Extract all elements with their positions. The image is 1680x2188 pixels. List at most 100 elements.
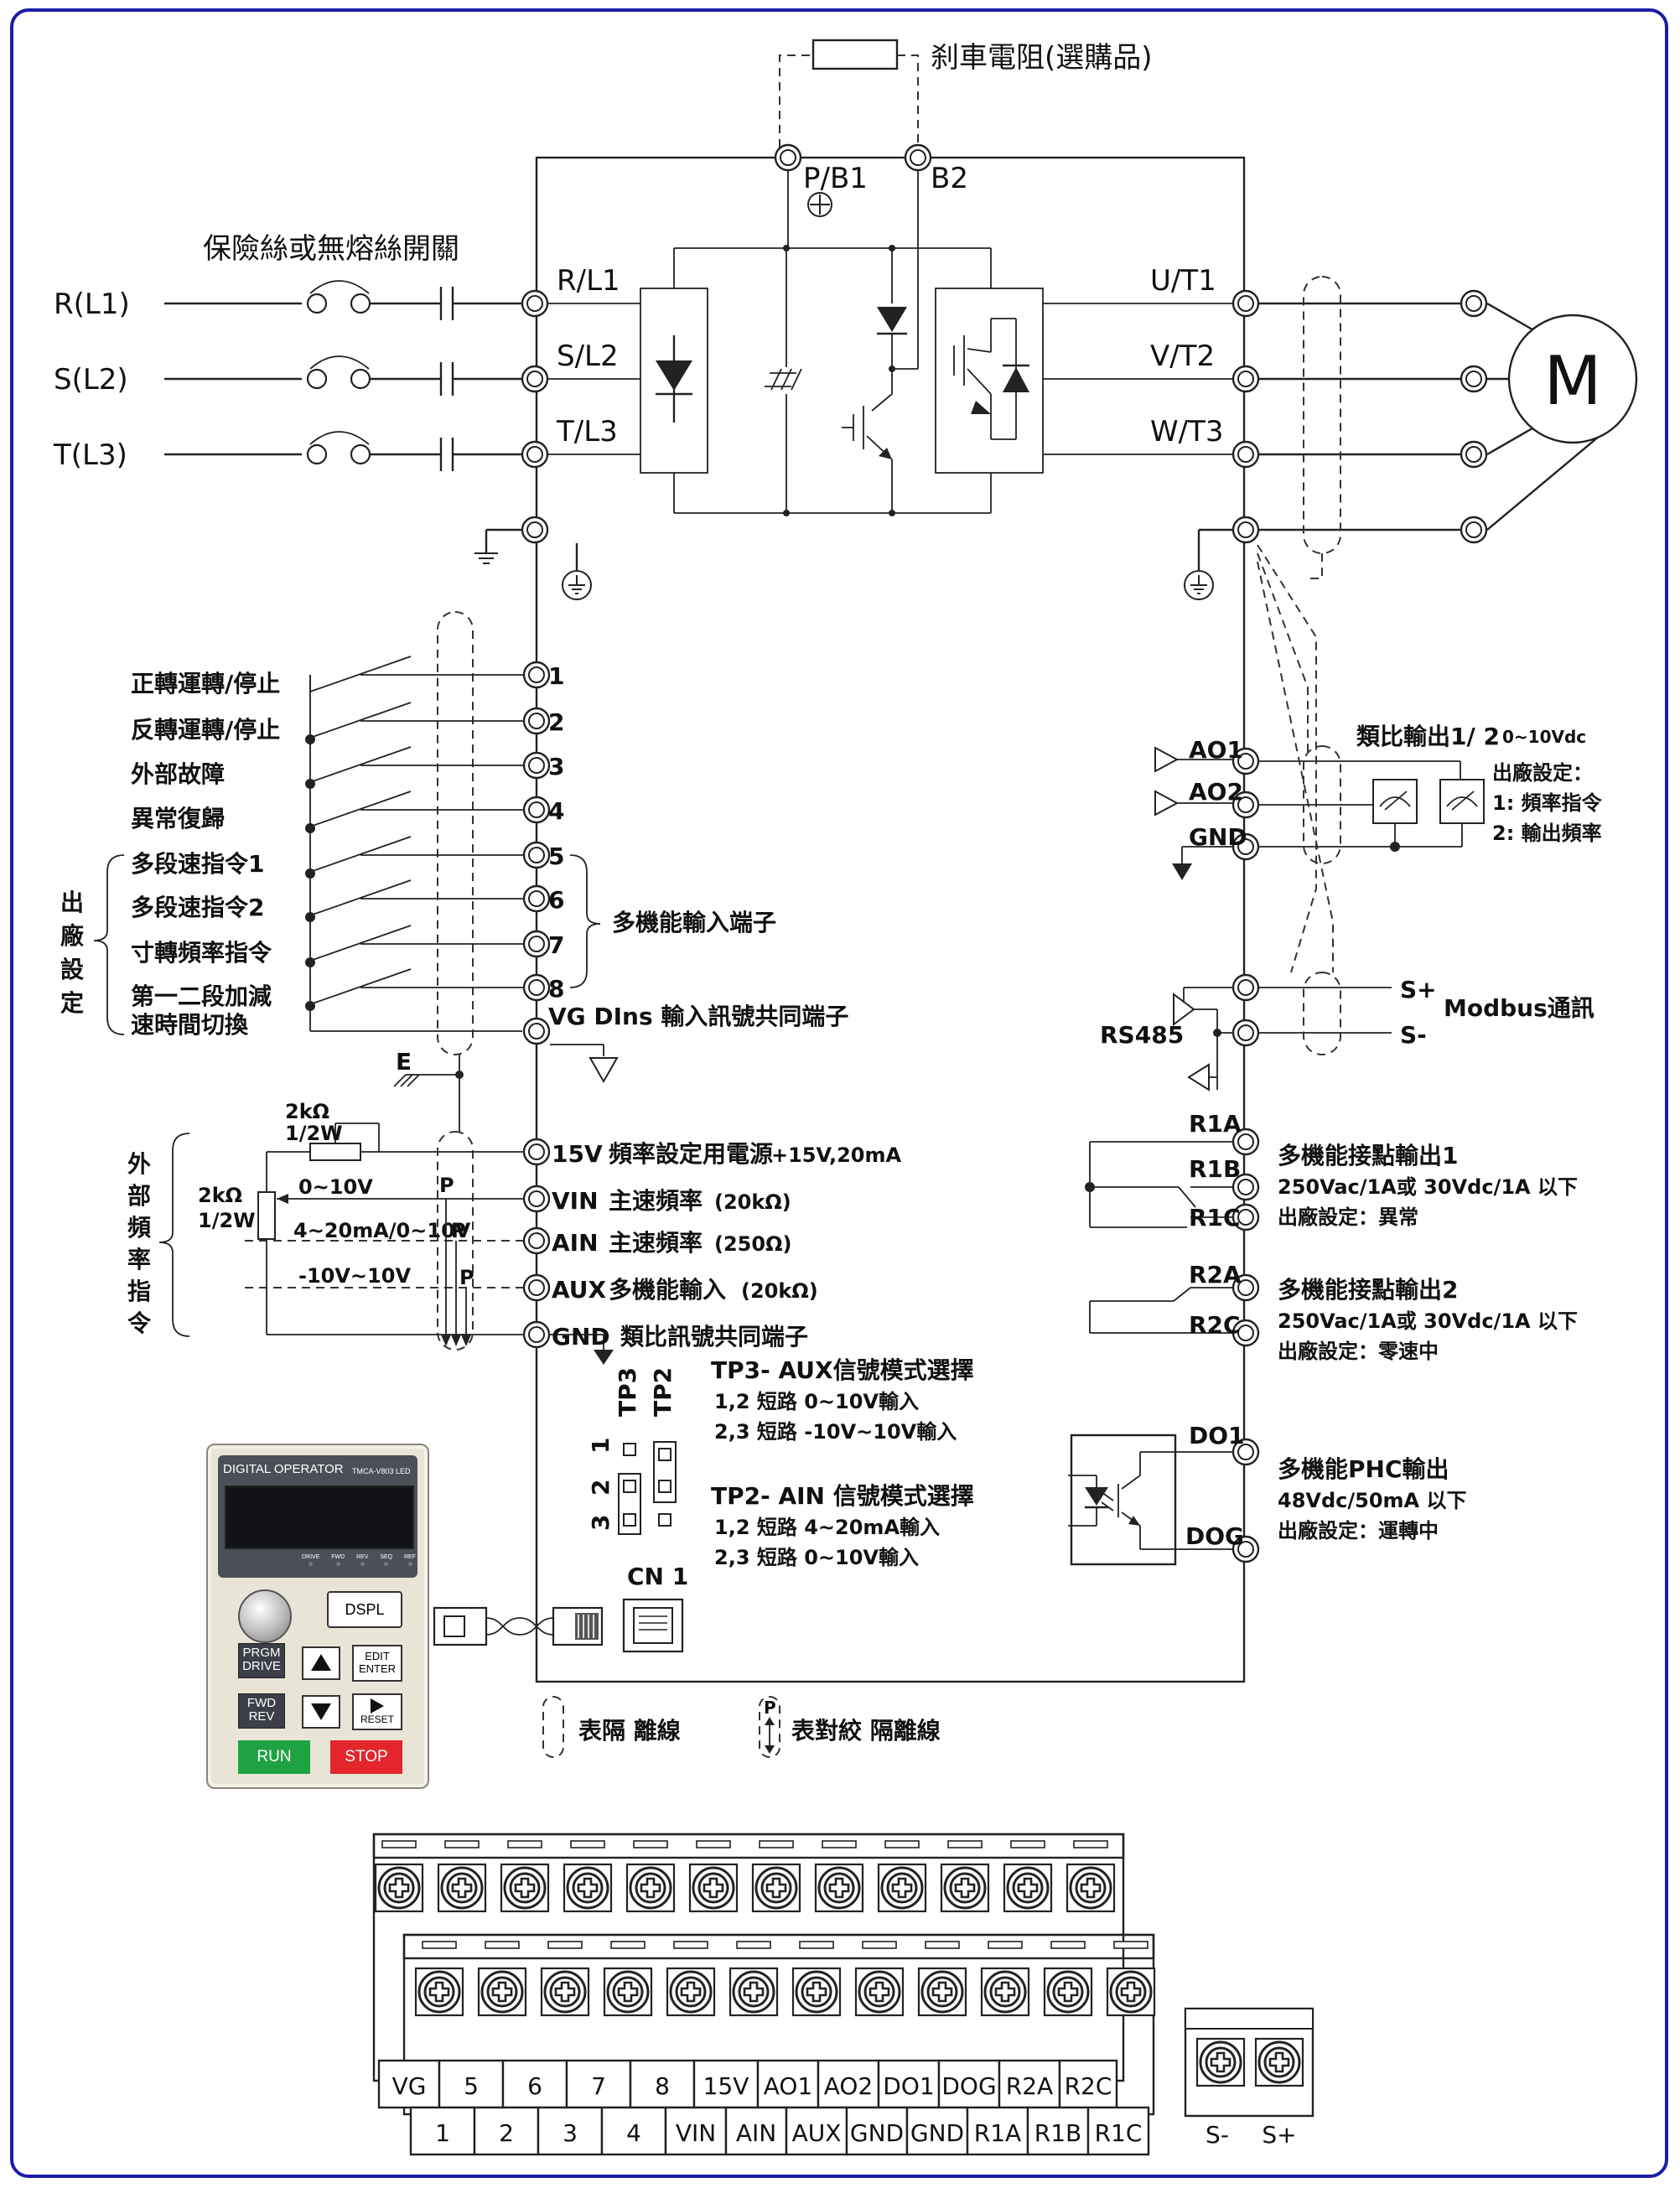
strip-top-10: R2A bbox=[1006, 2072, 1053, 2100]
analog-desc-5: 類比訊號共同端子 bbox=[620, 1323, 808, 1351]
strip-bottom-5: AIN bbox=[736, 2119, 776, 2147]
led-dot-icon bbox=[407, 1562, 412, 1566]
shield-line bbox=[1257, 552, 1309, 754]
digital-inputs bbox=[309, 611, 522, 1055]
v2-label: 4~20mA/0~10V bbox=[293, 1219, 471, 1242]
legend-twisted: 表對絞 隔離線 bbox=[791, 1717, 941, 1745]
strip-comm-sm: S- bbox=[1206, 2121, 1229, 2149]
mains-l2: S(L2) bbox=[54, 363, 128, 397]
di-label-2: 反轉運轉/停止 bbox=[131, 716, 280, 744]
cable-icon bbox=[433, 1606, 604, 1646]
tp3-label: TP3 bbox=[614, 1367, 641, 1417]
motor-label: M bbox=[1543, 342, 1601, 420]
led-dot-icon bbox=[309, 1562, 314, 1566]
di-terminal-5: 5 bbox=[548, 843, 564, 870]
ao-range: 0~10Vdc bbox=[1502, 727, 1586, 747]
stop-button[interactable]: STOP bbox=[330, 1740, 402, 1774]
fuse-label: 保險絲或無熔絲開關 bbox=[203, 232, 459, 266]
analog-spec-4: (20kΩ) bbox=[741, 1279, 818, 1303]
r1w-label: 1/2W bbox=[285, 1122, 343, 1145]
strip-top-6: AO1 bbox=[764, 2072, 813, 2100]
ao-gnd-label: GND bbox=[1189, 823, 1247, 851]
strip-bottom-3: 4 bbox=[626, 2119, 641, 2147]
strip-bottom-11: R1C bbox=[1095, 2119, 1143, 2147]
ext-freq-char-2: 部 bbox=[127, 1182, 151, 1210]
strip-top-4: 8 bbox=[655, 2072, 670, 2100]
di-terminal-6: 6 bbox=[548, 886, 564, 914]
b2-label: B2 bbox=[931, 162, 968, 195]
dial-knob[interactable] bbox=[238, 1589, 292, 1643]
led-label: SEQ bbox=[380, 1554, 393, 1560]
dspl-button[interactable]: DSPL bbox=[327, 1591, 402, 1628]
factory-setting-char-4: 定 bbox=[60, 989, 84, 1017]
internal-power-circuit bbox=[548, 171, 1044, 516]
output-ut1: U/T1 bbox=[1150, 264, 1216, 298]
analog-outputs: AO1 AO2 GND 類比輸出1/ 2 0~10Vdc 出廠設定： 1: 頻率… bbox=[1154, 723, 1603, 880]
output-vt2: V/T2 bbox=[1150, 340, 1215, 373]
down-button[interactable] bbox=[302, 1695, 340, 1729]
r2a-label: R2A bbox=[1189, 1261, 1242, 1288]
ext-freq-char-5: 指 bbox=[127, 1278, 151, 1305]
legend-shield: 表隔 離線 bbox=[578, 1717, 681, 1745]
reset-label: RESET bbox=[360, 1714, 394, 1725]
relay-outputs: R1A R1B R1C 多機能接點輸出1 250Vac/1A或 30Vdc/1A… bbox=[1085, 1110, 1578, 1363]
analog-term-aux: AUX bbox=[552, 1276, 607, 1304]
ao1-label: AO1 bbox=[1189, 736, 1243, 764]
up-arrow-icon bbox=[311, 1654, 331, 1671]
r1a-label: R1A bbox=[1189, 1110, 1242, 1138]
analog-term-15v: 15V bbox=[552, 1140, 603, 1168]
strip-top-11: R2C bbox=[1065, 2072, 1112, 2100]
strip-bottom-0: 1 bbox=[435, 2119, 450, 2147]
strip-top-5: 15V bbox=[703, 2072, 749, 2100]
page-frame bbox=[10, 8, 1668, 2178]
strip-top-3: 7 bbox=[591, 2072, 606, 2100]
jumper-n1: 1 bbox=[587, 1438, 614, 1454]
drive-label: DRIVE bbox=[242, 1659, 281, 1673]
input-sl2: S/L2 bbox=[557, 340, 619, 373]
analog-inputs: E 2kΩ 1/2W 2kΩ 1/2W 0~10V 4~20mA/0~10V -… bbox=[198, 1048, 614, 1365]
brake-resistor-label: 刹車電阻(選購品) bbox=[931, 41, 1153, 75]
strip-top-2: 6 bbox=[527, 2072, 542, 2100]
strip-comm-sp: S+ bbox=[1262, 2121, 1296, 2149]
di-label-9: 速時間切換 bbox=[131, 1011, 249, 1039]
mains-l1: R(L1) bbox=[54, 288, 130, 321]
comm-sm: S- bbox=[1400, 1021, 1427, 1049]
comm-sp: S+ bbox=[1400, 976, 1437, 1003]
mains-l3: T(L3) bbox=[53, 438, 127, 472]
multi-func-input-label: 多機能輸入端子 bbox=[612, 909, 776, 936]
r2w-label: 1/2W bbox=[198, 1209, 256, 1232]
motor-icon bbox=[1507, 314, 1638, 444]
tp3-opt-b: 2,3 短路 -10V~10V輸入 bbox=[714, 1420, 957, 1444]
ext-freq-char-4: 率 bbox=[127, 1246, 151, 1273]
di-terminal-3: 3 bbox=[548, 753, 564, 780]
run-button[interactable]: RUN bbox=[238, 1740, 310, 1774]
ao-factory-2: 1: 頻率指令 bbox=[1492, 791, 1603, 815]
inverter-body bbox=[535, 156, 1246, 1683]
ext-freq-char-1: 外 bbox=[127, 1150, 151, 1178]
fwd-label: FWD bbox=[246, 1696, 277, 1710]
di-terminal-2: 2 bbox=[548, 708, 564, 736]
analog-spec-3: (250Ω) bbox=[714, 1232, 791, 1256]
phc-title: 多機能PHC輸出 bbox=[1278, 1455, 1449, 1483]
jumper-n3: 3 bbox=[587, 1515, 614, 1531]
led-fwd: FWD bbox=[331, 1554, 345, 1574]
vg-common-label: VG DIns 輸入訊號共同端子 bbox=[548, 1003, 848, 1030]
r2-default: 出廠設定：零速中 bbox=[1278, 1340, 1439, 1363]
up-button[interactable] bbox=[302, 1646, 340, 1680]
strip-top-1: 5 bbox=[464, 2072, 479, 2100]
cn1-label: CN 1 bbox=[627, 1563, 688, 1590]
led-label: FWD bbox=[331, 1554, 345, 1560]
r2-title: 多機能接點輸出2 bbox=[1278, 1276, 1458, 1304]
reset-button[interactable]: RESET bbox=[352, 1693, 402, 1730]
jumper-n2: 2 bbox=[587, 1480, 614, 1496]
strip-bottom-4: VIN bbox=[676, 2119, 716, 2147]
led-label: REV bbox=[356, 1554, 369, 1560]
tp2-title: TP2- AIN 信號模式選擇 bbox=[711, 1482, 974, 1510]
analog-spec-1: +15V,20mA bbox=[771, 1143, 902, 1167]
strip-bottom-10: R1B bbox=[1034, 2119, 1081, 2147]
